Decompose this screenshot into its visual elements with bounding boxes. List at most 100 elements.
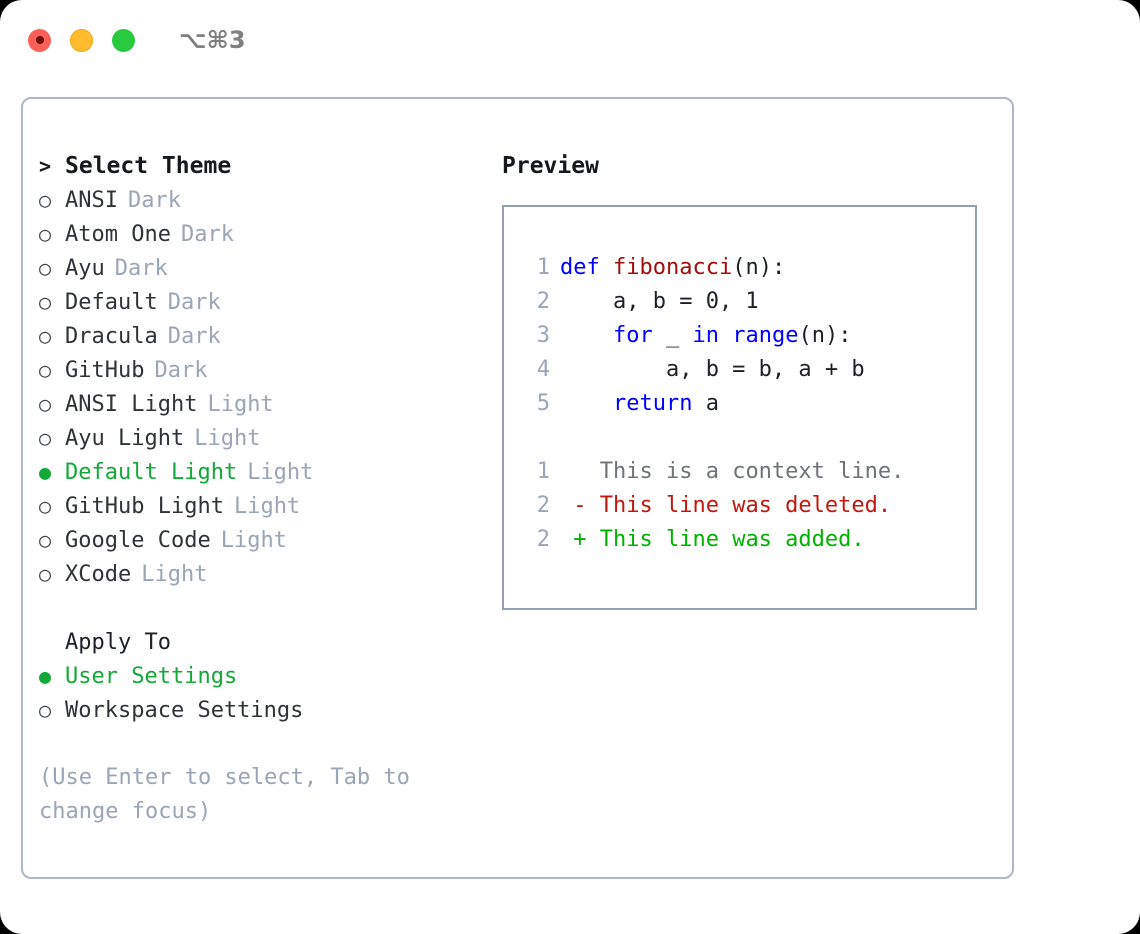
theme-item-label: Ayu [65, 256, 105, 281]
theme-item-label: GitHub Light [65, 494, 224, 519]
apply-to-list[interactable]: ● User Settings ○ Workspace Settings [39, 659, 469, 727]
apply-to-item-label: Workspace Settings [65, 698, 304, 723]
preview-column: Preview 1 def fibonacci(n): 2 a, b = 0, 1 3… [502, 149, 992, 610]
theme-item-tag: Dark [167, 290, 221, 315]
theme-item[interactable]: ○ Ayu Light Light [39, 421, 469, 455]
keyboard-shortcut-label: ⌥⌘3 [179, 26, 246, 54]
code-line-content: return a [560, 387, 719, 421]
code-token-plain: (n): [732, 255, 786, 280]
radio-unselected-icon: ○ [39, 358, 52, 382]
code-token-kw: def [560, 255, 613, 280]
code-token-plain [560, 391, 613, 416]
code-line: 4 a, b = b, a + b [522, 353, 975, 387]
code-line: 1 def fibonacci(n): [522, 251, 975, 285]
theme-item-label: GitHub [65, 358, 145, 383]
theme-item-tag: Dark [127, 188, 181, 213]
diff-line-number: 2 [536, 493, 550, 518]
code-token-plain [560, 323, 613, 348]
radio-unselected-icon: ○ [39, 426, 52, 450]
minimize-window-button[interactable] [70, 28, 93, 52]
diff-line: 2 - This line was deleted. [522, 489, 975, 523]
theme-item-label: XCode [65, 562, 132, 587]
radio-unselected-icon: ○ [39, 256, 52, 280]
theme-item-label: ANSI [65, 188, 118, 213]
theme-item-label: Ayu Light [65, 426, 185, 451]
theme-item-tag: Dark [154, 358, 208, 383]
radio-unselected-icon: ○ [39, 222, 52, 246]
radio-unselected-icon: ○ [39, 562, 52, 586]
theme-item-label: ANSI Light [65, 392, 198, 417]
code-token-plain: a [692, 391, 719, 416]
code-spacer [522, 421, 975, 455]
traffic-lights [28, 28, 135, 52]
apply-to-item[interactable]: ● User Settings [39, 659, 469, 693]
diff-line-text: This line was added. [586, 527, 865, 552]
radio-selected-icon: ● [39, 664, 52, 688]
code-line-number: 2 [536, 289, 550, 314]
code-line: 3 for _ in range(n): [522, 319, 975, 353]
theme-item[interactable]: ○ Google Code Light [39, 523, 469, 557]
theme-item[interactable]: ○ XCode Light [39, 557, 469, 591]
theme-item-label: Default [65, 290, 158, 315]
theme-item-label: Google Code [65, 528, 211, 553]
code-line-number: 1 [536, 255, 550, 280]
apply-to-title-label: Apply To [65, 630, 171, 655]
theme-item[interactable]: ○ Dracula Dark [39, 319, 469, 353]
diff-line-text: This line was deleted. [586, 493, 892, 518]
radio-unselected-icon: ○ [39, 528, 52, 552]
theme-item[interactable]: ○ Atom One Dark [39, 217, 469, 251]
apply-to-bullet-placeholder: ○ [39, 625, 65, 659]
code-line-number: 5 [536, 391, 550, 416]
code-line-content: def fibonacci(n): [560, 251, 785, 285]
list-spacer [39, 591, 469, 625]
code-line-number: 3 [536, 323, 550, 348]
theme-item-tag: Light [233, 494, 301, 519]
theme-item[interactable]: ○ ANSI Dark [39, 183, 469, 217]
code-line-content: for _ in range(n): [560, 319, 851, 353]
select-theme-header-label: Select Theme [65, 153, 232, 179]
theme-item-tag: Light [141, 562, 208, 587]
code-line-number: 4 [536, 357, 550, 382]
keyboard-hint-text: (Use Enter to select, Tab to change focu… [39, 765, 424, 824]
radio-unselected-icon: ○ [39, 494, 52, 518]
theme-item-tag: Light [247, 460, 314, 485]
apply-to-title: ○ Apply To [39, 625, 469, 659]
maximize-window-button[interactable] [112, 28, 135, 52]
theme-item-tag: Dark [180, 222, 234, 247]
diff-sample: 1 This is a context line.2 - This line w… [522, 455, 975, 557]
code-line-content: a, b = 0, 1 [560, 285, 759, 319]
apply-to-item-label: User Settings [65, 664, 238, 689]
code-token-kw: range [732, 323, 799, 348]
title-bar: ⌥⌘3 [0, 0, 1140, 80]
diff-line: 1 This is a context line. [522, 455, 975, 489]
theme-item[interactable]: ○ GitHub Dark [39, 353, 469, 387]
code-token-plain: a, b = b, a + b [560, 357, 865, 382]
theme-item[interactable]: ○ GitHub Light Light [39, 489, 469, 523]
theme-item-tag: Dark [167, 324, 221, 349]
radio-selected-icon: ● [39, 460, 52, 484]
theme-item-tag: Light [220, 528, 287, 553]
code-token-kw: in [692, 323, 719, 348]
close-window-button[interactable] [28, 28, 51, 52]
diff-marker [560, 455, 587, 489]
radio-unselected-icon: ○ [39, 324, 52, 348]
theme-item-label: Dracula [65, 324, 158, 349]
theme-item-tag: Light [194, 426, 261, 451]
code-token-kw: return [612, 391, 693, 416]
radio-unselected-icon: ○ [39, 698, 52, 722]
theme-item-label: Atom One [65, 222, 171, 247]
radio-unselected-icon: ○ [39, 188, 52, 212]
preview-title: Preview [502, 153, 599, 179]
code-token-plain: a, b = 0, 1 [560, 289, 759, 314]
radio-unselected-icon: ○ [39, 392, 52, 416]
apply-to-item[interactable]: ○ Workspace Settings [39, 693, 469, 727]
